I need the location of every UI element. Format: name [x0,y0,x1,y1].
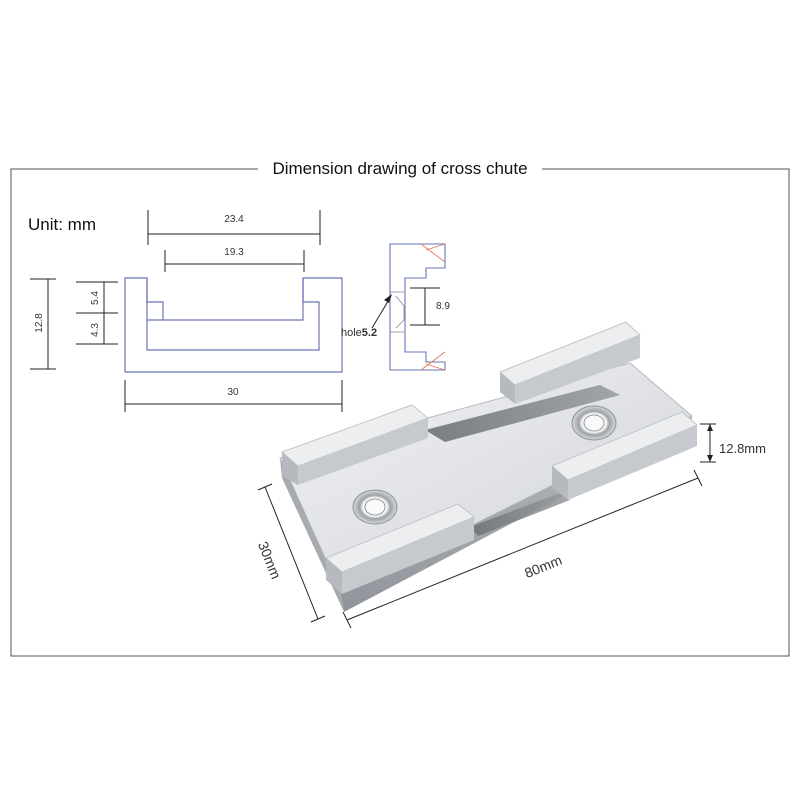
side-view-hatch-bottom [420,351,446,371]
dimension-depths [76,281,118,345]
rail-front-left-side [342,517,474,594]
inner-width-label: 19.3 [224,247,244,258]
dimension-height [30,278,56,370]
profile-channel [146,320,320,351]
rail-front-left-end [326,558,342,594]
center-slot-back [425,385,620,442]
photo-length-label: 80mm [522,552,564,581]
photo-height-dimension [700,423,716,463]
photo-height-label: 12.8mm [719,441,766,456]
hole-callout [371,294,392,329]
profile-cross-section [124,277,343,373]
photo-width-dimension [257,483,326,623]
profile-lip-left [146,278,164,320]
dimension-inner-width [164,250,305,272]
height-label: 12.8 [34,313,45,333]
side-view-hatch-top [420,243,446,263]
rail-back-left-side [298,418,428,485]
photo-width-label: 30mm [255,539,284,581]
upper-depth-label: 5.4 [90,291,101,305]
rail-front-right-end [552,466,568,500]
profile-lip-right [302,278,320,320]
side-view-countersink [390,291,405,333]
profile-outline [124,277,343,373]
dimension-base-width [124,380,343,412]
diagram-title: Dimension drawing of cross chute [258,156,542,182]
photo-length-dimension [342,469,703,629]
rail-back-left-end [282,452,298,485]
top-width-label: 23.4 [224,214,244,225]
rail-back-right-end [500,372,515,404]
center-slot-front [470,493,570,536]
slot-height-label: 8.9 [436,301,450,312]
rail-front-right-side [568,425,697,500]
dimension-top-width [147,210,321,245]
side-view [389,243,446,371]
hole-label: hole5.2 [341,327,377,339]
base-width-label: 30 [227,387,239,398]
lower-depth-label: 4.3 [90,323,101,337]
slot-height-dimension [410,287,440,326]
chute-product-render [279,321,698,612]
unit-label: Unit: mm [28,215,96,234]
rail-back-right-side [515,335,640,404]
